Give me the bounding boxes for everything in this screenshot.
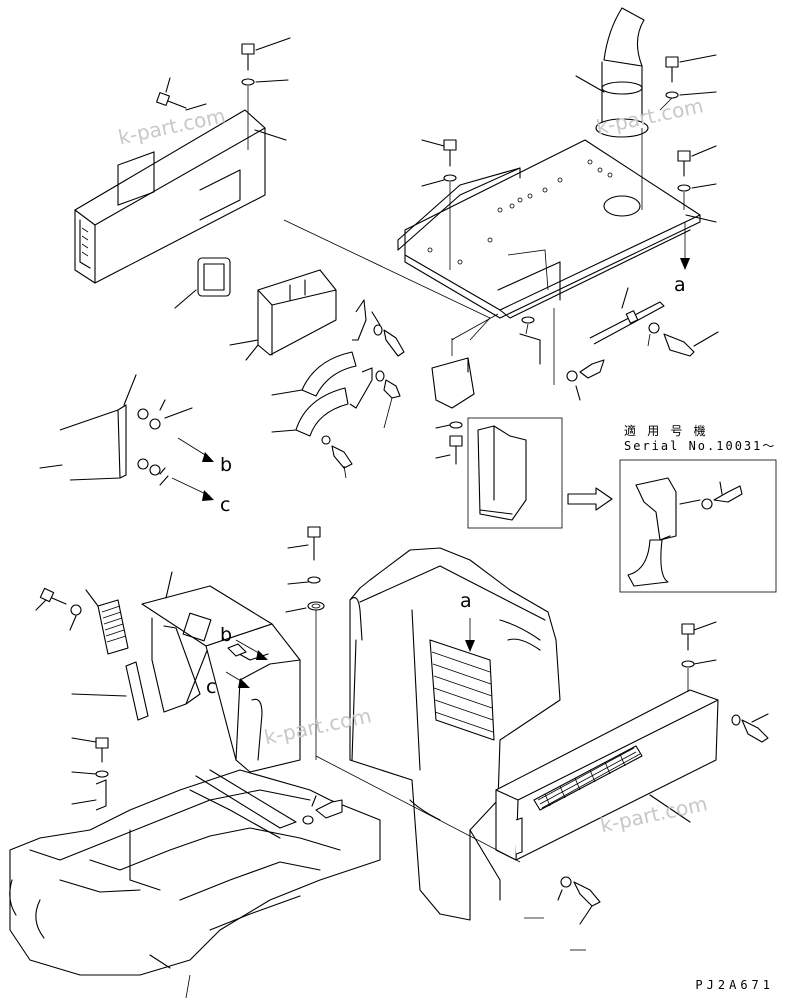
- serial-number: Serial No.10031～: [624, 439, 777, 453]
- arrow-right-icon: [567, 487, 613, 511]
- arrow-c-left: [225, 671, 250, 688]
- arrow-a-top: [680, 222, 690, 270]
- bolt-icon: [647, 322, 719, 357]
- duct-assembly: [229, 269, 337, 361]
- label-c: c: [220, 494, 231, 516]
- nut-icon: [137, 399, 193, 486]
- filter-pad: [85, 589, 129, 655]
- center-bracket: [431, 338, 475, 409]
- bolt-icon: [421, 139, 457, 270]
- gasket-arc: [271, 351, 357, 437]
- right-side-cover: [495, 689, 719, 861]
- clip-bracket: [39, 374, 137, 481]
- bolt-icon: [375, 370, 401, 429]
- bracket-small: [349, 299, 373, 409]
- muffler-stack: [575, 7, 649, 210]
- label-b: b: [220, 624, 233, 646]
- bolt-icon: [156, 77, 207, 111]
- washer-icon: [435, 421, 463, 429]
- bolt-icon: [731, 713, 769, 743]
- label-a: a: [460, 590, 472, 612]
- serial-text: 適 用 号 機 Serial No.10031～: [624, 424, 776, 454]
- bolt-icon: [677, 145, 717, 210]
- bolt-icon: [553, 308, 605, 401]
- drawing-code: PJ2A671: [695, 978, 774, 992]
- bolt-icon: [285, 526, 325, 760]
- bolt-icon: [701, 485, 743, 510]
- radiator-guard: [349, 547, 561, 921]
- main-frame: [9, 769, 381, 998]
- bolt-icon: [241, 37, 291, 150]
- bracket-small: [519, 316, 541, 365]
- label-b: b: [220, 454, 233, 476]
- bolt-icon: [71, 737, 109, 811]
- housing-block: [205, 623, 301, 773]
- seal-strip: [71, 661, 149, 721]
- floor-plate: [397, 139, 701, 319]
- bolt-icon: [435, 435, 463, 465]
- arrow-c: [171, 477, 214, 501]
- bolt-icon: [557, 876, 601, 925]
- bolt-icon: [35, 587, 82, 631]
- arrow-b-left: [235, 639, 268, 660]
- bolt-icon: [659, 54, 717, 111]
- label-a: a: [674, 274, 686, 296]
- bolt-icon: [302, 795, 343, 825]
- bolt-icon: [321, 435, 353, 479]
- detail-box: [467, 417, 563, 529]
- arrow-b: [177, 437, 214, 462]
- bolt-icon: [371, 311, 405, 357]
- gasket-square: [174, 257, 231, 309]
- side-cover-panel: [74, 109, 266, 284]
- label-c: c: [206, 676, 217, 698]
- serial-heading: 適 用 号 機: [624, 424, 708, 438]
- rod-bracket: [589, 287, 665, 345]
- serial-inset: [619, 459, 777, 593]
- bolt-icon: [681, 621, 717, 692]
